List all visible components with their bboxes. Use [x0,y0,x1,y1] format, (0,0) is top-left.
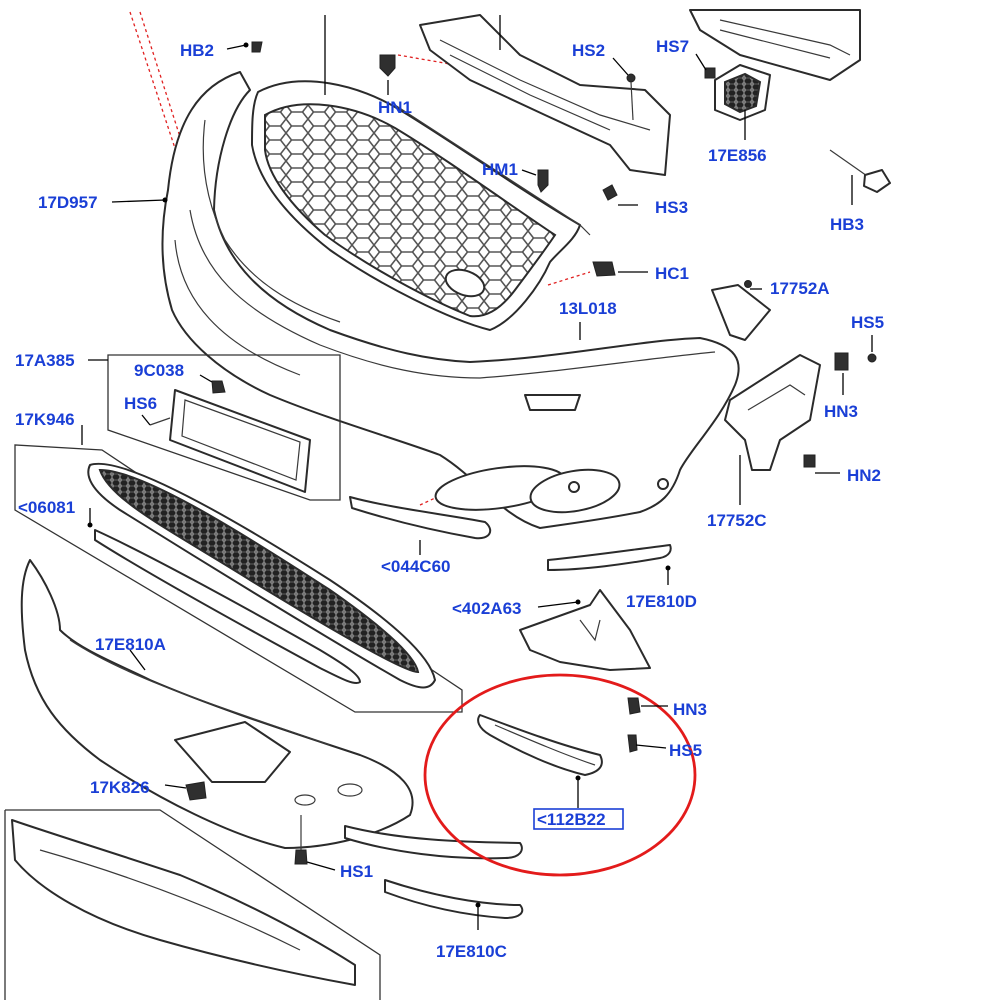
label-112B22[interactable]: <112B22 [537,810,606,829]
inset-outline [4,809,381,1000]
label-HS7[interactable]: HS7 [656,37,689,56]
bracket-17752C [724,354,821,471]
label-17K946[interactable]: 17K946 [15,410,75,429]
highlighted-part-112B22 [477,714,603,776]
label-17E856[interactable]: 17E856 [708,146,767,165]
label-HS6[interactable]: HS6 [124,394,157,413]
bracket-402A63 [519,589,651,671]
label-HC1[interactable]: HC1 [655,264,689,283]
label-HS5-upper[interactable]: HS5 [851,313,884,332]
label-HS5-lower[interactable]: HS5 [669,741,702,760]
front-bumper-cover [161,71,740,529]
label-17E810D[interactable]: 17E810D [626,592,697,611]
label-402A63[interactable]: <402A63 [452,599,521,618]
label-HS2[interactable]: HS2 [572,41,605,60]
highlight-ring [423,673,697,877]
label-17K826[interactable]: 17K826 [90,778,150,797]
label-17E810A[interactable]: 17E810A [95,635,166,654]
label-9C038[interactable]: 9C038 [134,361,184,380]
label-HS1[interactable]: HS1 [340,862,373,881]
label-17752C[interactable]: 17752C [707,511,767,530]
parking-sensor-bracket-17E856 [714,64,771,121]
callout-labels: HB2 HN1 HS2 HS7 HM1 HS3 17E856 HB3 17D95… [15,37,884,961]
label-HN1[interactable]: HN1 [378,98,412,117]
licence-plate-bracket [169,389,311,493]
label-06081[interactable]: <06081 [18,498,75,517]
label-HM1[interactable]: HM1 [482,160,518,179]
group-outline-17A385 [107,354,341,501]
crash-beam [689,9,861,81]
label-HB3[interactable]: HB3 [830,215,864,234]
label-HN2[interactable]: HN2 [847,466,881,485]
lower-grille-mesh [87,462,436,689]
fog-trim-044C60 [349,496,492,540]
label-HS3[interactable]: HS3 [655,198,688,217]
fasteners [149,41,877,865]
leader-lines [81,15,873,930]
label-HB2[interactable]: HB2 [180,41,214,60]
lower-spoiler [344,825,523,860]
trim-strip-17E810D [547,544,672,571]
group-outline-17K946 [14,444,463,713]
label-17A385[interactable]: 17A385 [15,351,75,370]
label-17E810C[interactable]: 17E810C [436,942,507,961]
bolt-HB3 [829,149,891,193]
undertray-17E810A [20,559,414,849]
label-HN3-lower[interactable]: HN3 [673,700,707,719]
upper-reinforcement-beam [419,14,671,176]
bracket-17752A [711,284,771,341]
label-044C60[interactable]: <044C60 [381,557,450,576]
label-HN3-upper[interactable]: HN3 [824,402,858,421]
label-13L018[interactable]: 13L018 [559,299,617,318]
radiator-grille [251,80,591,331]
inset-undertray [11,819,356,986]
label-17752A[interactable]: 17752A [770,279,830,298]
selection-box-112B22[interactable] [533,808,624,830]
trim-strip-17E810C [384,879,524,919]
lower-grille-trim-06081 [94,529,361,684]
label-17D957[interactable]: 17D957 [38,193,98,212]
